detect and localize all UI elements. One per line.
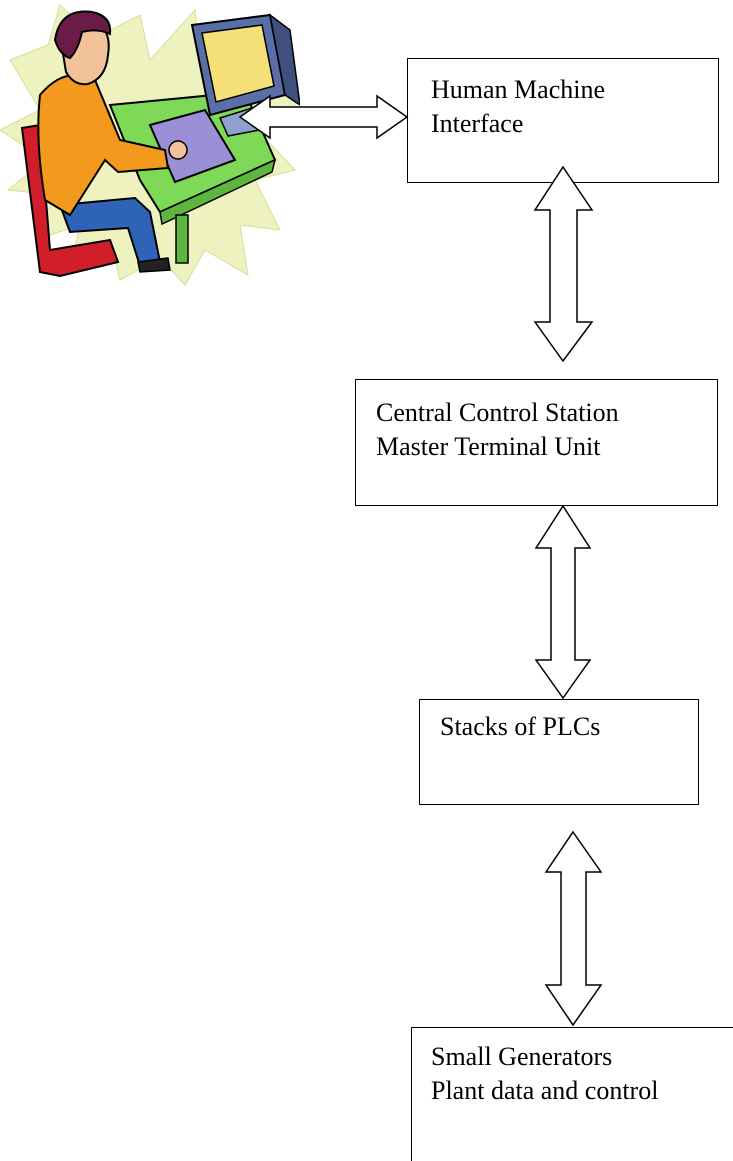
plc-label-line-1: Stacks of PLCs	[440, 712, 601, 741]
plc-stack-box: Stacks of PLCs	[419, 699, 699, 805]
arrow-operator-hmi	[238, 94, 409, 140]
master-terminal-unit-box: Central Control Station Master Terminal …	[355, 379, 718, 506]
hmi-label-line-1: Human Machine	[431, 75, 606, 104]
hmi-label-line-2: Interface	[431, 109, 524, 138]
gen-label-line-2: Plant data and control	[431, 1076, 659, 1105]
generators-box: Small Generators Plant data and control	[411, 1027, 733, 1161]
gen-label-line-1: Small Generators	[431, 1042, 613, 1071]
mtu-label-line-1: Central Control Station	[376, 398, 619, 427]
arrow-hmi-mtu	[533, 165, 594, 363]
mtu-label-line-2: Master Terminal Unit	[376, 432, 601, 461]
hmi-box: Human Machine Interface	[407, 58, 719, 183]
arrow-plc-generators	[544, 830, 603, 1027]
arrow-mtu-plc	[534, 504, 592, 700]
